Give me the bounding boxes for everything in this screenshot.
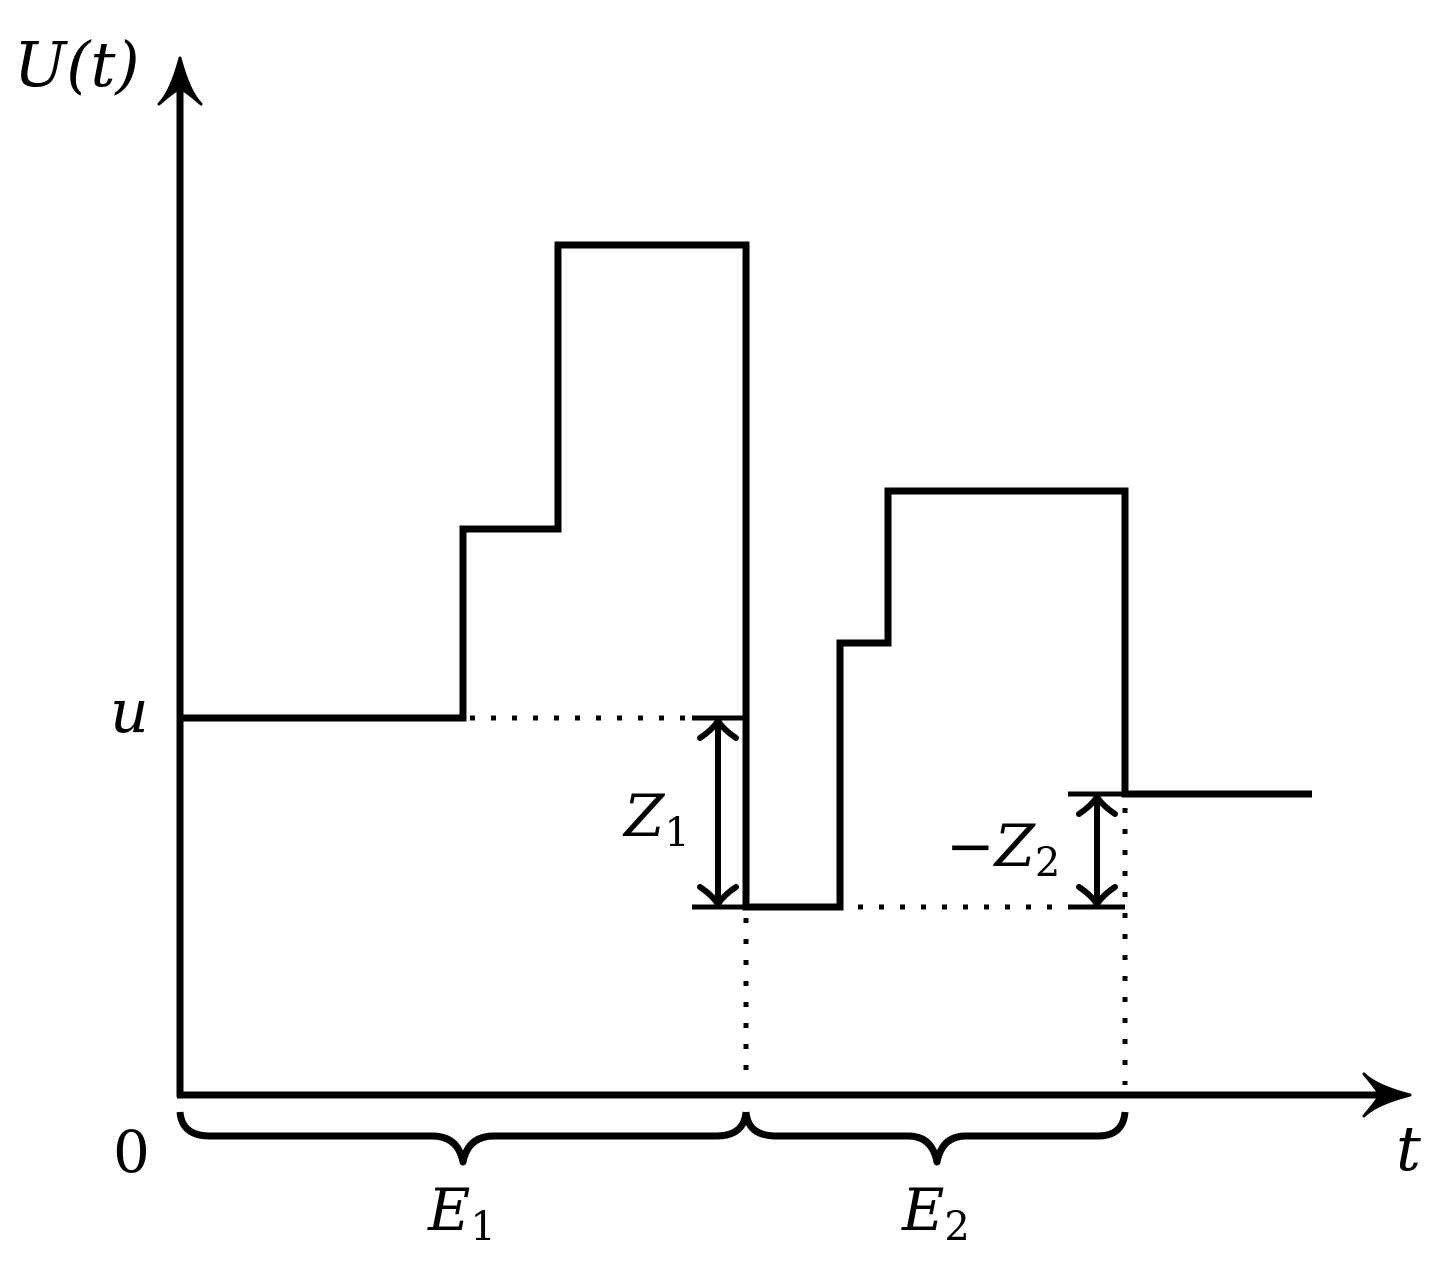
u-level-label: u: [110, 677, 149, 747]
origin-label: 0: [113, 1118, 150, 1186]
e2-brace: [742, 1111, 1129, 1166]
y-axis-arrowhead-icon: [157, 56, 203, 106]
z2-label-sub: 2: [1035, 840, 1060, 886]
e1-brace: [176, 1111, 750, 1166]
e2-label-main: E: [901, 1176, 944, 1244]
z1-label: Z1: [622, 782, 690, 856]
z2-label: −Z2: [946, 812, 1060, 886]
z2-arrow-bottom-icon: [1076, 884, 1118, 910]
z1-label-sub: 1: [664, 810, 689, 856]
e2-label-sub: 2: [944, 1204, 969, 1250]
z2-arrow-top-icon: [1076, 791, 1118, 817]
e1-label-main: E: [427, 1176, 470, 1244]
z1-label-main: Z: [622, 782, 666, 850]
y-axis-label: U(t): [14, 28, 140, 101]
u-step-path: [180, 241, 1312, 911]
e1-label-sub: 1: [470, 1204, 495, 1250]
x-axis-arrowhead-icon: [1362, 1072, 1412, 1118]
x-axis-label: t: [1396, 1112, 1421, 1185]
z1-arrow-bottom-icon: [697, 884, 739, 910]
z1-arrow-top-icon: [697, 715, 739, 741]
e2-label: E2: [901, 1176, 970, 1250]
e1-label: E1: [427, 1176, 496, 1250]
z2-label-main: −Z: [946, 812, 1037, 880]
